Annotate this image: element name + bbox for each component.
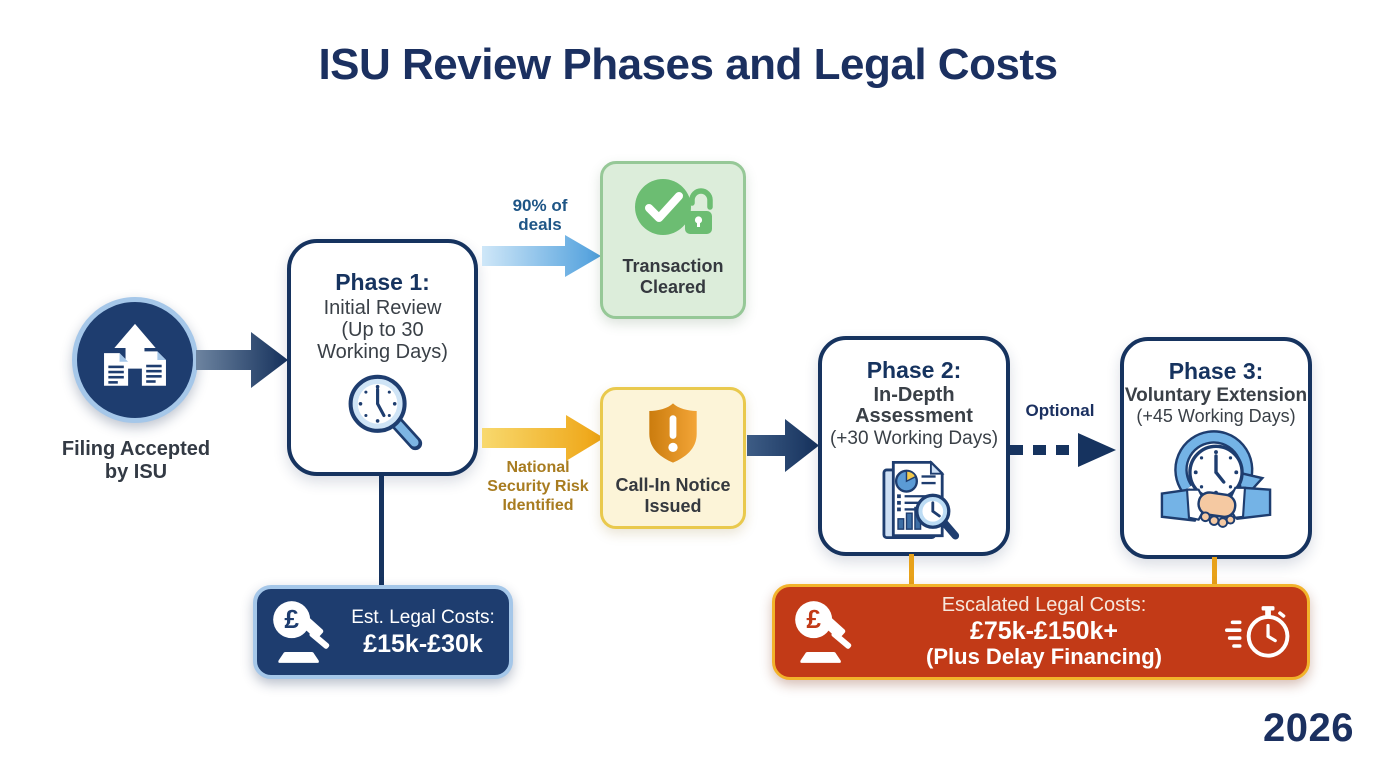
escalated-costs-line1: Escalated Legal Costs: [941, 594, 1147, 617]
escalated-costs-text: Escalated Legal Costs: £75k-£150k+ (Plus… [869, 594, 1219, 669]
callin-arrow-label: National Security Risk Identified [487, 459, 589, 514]
transaction-cleared-label: Transaction Cleared [622, 256, 724, 297]
optional-label: Optional [1025, 401, 1095, 420]
phase3-body: Voluntary Extension [1124, 384, 1308, 406]
pound-symbol: £ [806, 604, 821, 634]
report-analysis-icon [882, 459, 960, 540]
callin-to-phase2-arrow [747, 419, 819, 472]
phase1-to-cleared-arrow [482, 235, 601, 277]
phase3-box: Phase 3: Voluntary Extension (+45 Workin… [1120, 337, 1312, 559]
phase1-body: Initial Review (Up to 30 Working Days) [317, 296, 448, 364]
year-label: 2026 [1263, 706, 1354, 750]
phase3-to-cost-connector [1212, 557, 1217, 586]
initial-costs-line1: Est. Legal Costs: [351, 606, 495, 628]
pound-gavel-icon: £ [273, 601, 330, 663]
stopwatch-icon [1225, 606, 1290, 658]
transaction-cleared-box: Transaction Cleared [600, 161, 746, 319]
phase2-heading: Phase 2: [866, 357, 962, 383]
phase2-detail: (+30 Working Days) [829, 427, 999, 449]
phase2-to-cost-connector [909, 554, 914, 586]
cleared-arrow-label: 90% of deals [512, 196, 568, 235]
magnifier-clock-icon [348, 374, 422, 450]
check-unlock-icon [635, 179, 713, 235]
filing-accepted-node [72, 297, 198, 423]
filing-upload-icon [104, 323, 166, 386]
initial-costs-line2: £15k-£30k [363, 629, 483, 658]
phase2-to-phase3-dotted-arrow [1010, 433, 1116, 467]
start-to-phase1-arrow [196, 332, 288, 388]
phase2-body: In-Depth Assessment [855, 383, 973, 428]
initial-costs-text: Est. Legal Costs: £15k-£30k [345, 606, 501, 659]
pound-symbol: £ [284, 604, 299, 634]
filing-accepted-label: Filing Accepted by ISU [61, 438, 211, 483]
escalated-costs-line2: £75k-£150k+ [969, 616, 1119, 645]
phase1-heading: Phase 1: [335, 269, 430, 295]
phase3-heading: Phase 3: [1168, 358, 1264, 384]
phase1-to-callin-arrow [482, 415, 604, 461]
initial-costs-box: £ Est. Legal Costs: £15k-£30k [253, 585, 513, 679]
page-title: ISU Review Phases and Legal Costs [318, 40, 1058, 89]
callin-notice-label: Call-In Notice Issued [615, 475, 731, 516]
phase3-detail: (+45 Working Days) [1136, 406, 1296, 427]
escalated-costs-box: £ Escalated Legal Costs: £75k-£150k+ (Pl… [772, 584, 1310, 680]
phase2-box: Phase 2: In-Depth Assessment (+30 Workin… [818, 336, 1010, 556]
alert-shield-icon [649, 403, 697, 463]
pound-gavel-icon: £ [795, 601, 852, 663]
phase1-box: Phase 1: Initial Review (Up to 30 Workin… [287, 239, 478, 476]
phase1-to-cost-connector [379, 473, 384, 586]
escalated-costs-line3: (Plus Delay Financing) [926, 643, 1162, 669]
handshake-clock-icon [1160, 430, 1272, 528]
callin-notice-box: Call-In Notice Issued [600, 387, 746, 529]
